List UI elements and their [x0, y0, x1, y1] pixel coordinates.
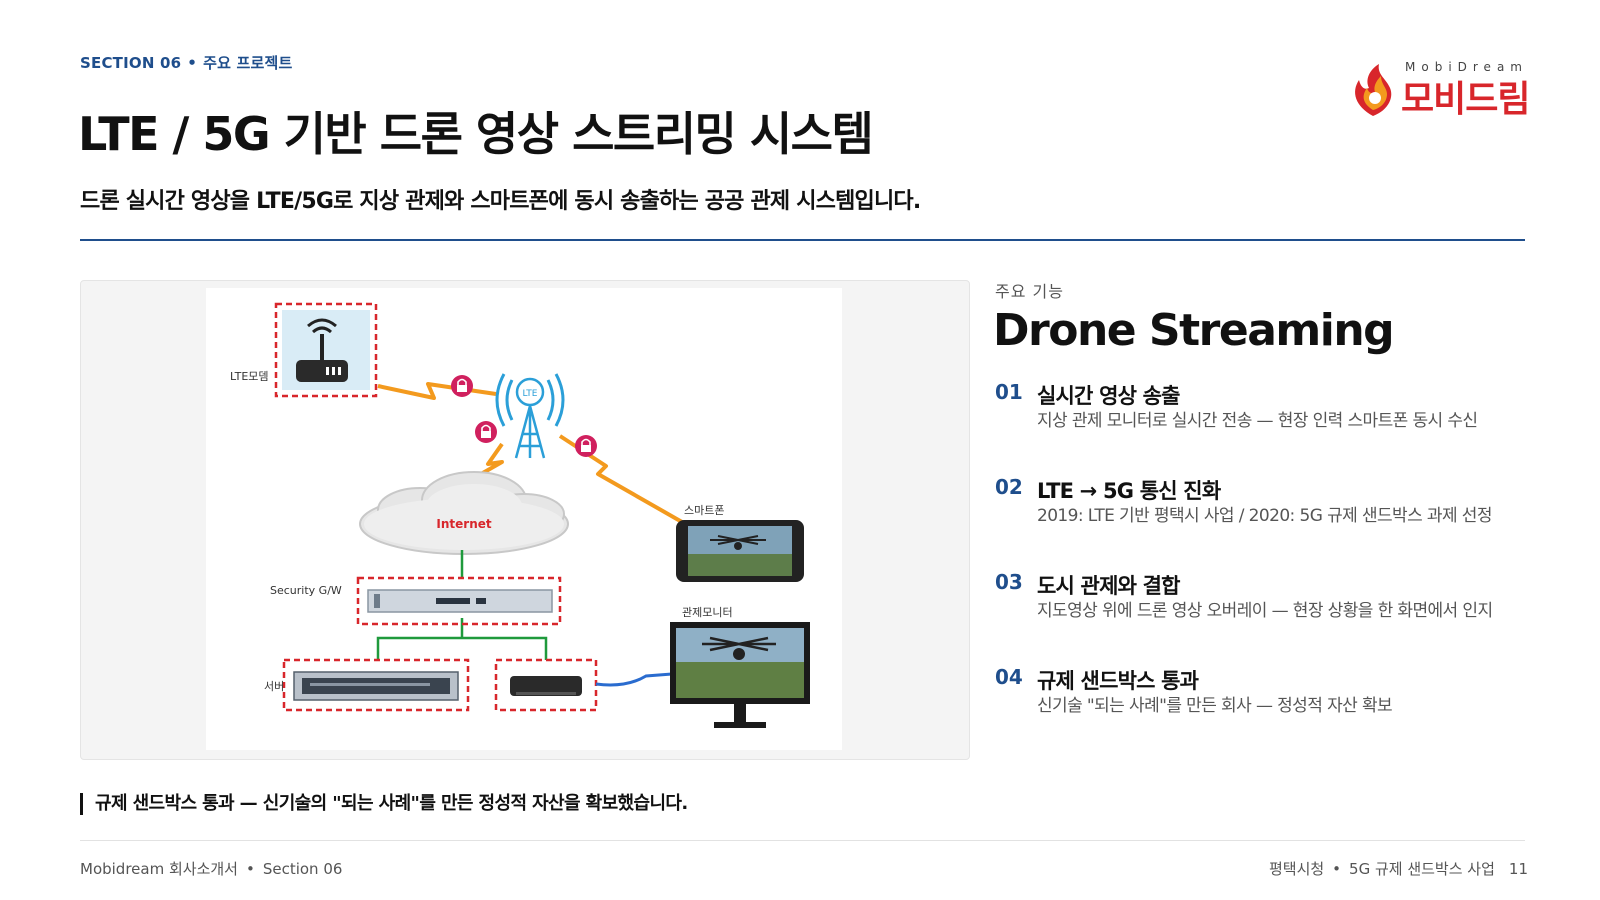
logo-flame-icon: [1355, 64, 1392, 116]
key-callout: 규제 샌드박스 통과 — 신기술의 "되는 사례"를 만든 정성적 자산을 확보…: [80, 793, 688, 815]
signal-link-modem: [377, 382, 497, 400]
company-logo: MobiDream 모비드림: [1345, 58, 1565, 124]
logo-main-text: 모비드림: [1401, 79, 1530, 120]
footer-client: 평택시청: [1268, 860, 1325, 878]
hdmi-cable: [595, 672, 673, 687]
feature-title: 규제 샌드박스 통과: [1037, 669, 1199, 693]
separator-dot: •: [1332, 860, 1342, 878]
control-monitor-icon: [670, 622, 810, 728]
lock-icon: [475, 421, 497, 443]
title-divider: [80, 239, 1525, 241]
footer-section: Section 06: [262, 860, 343, 878]
page-number: 11: [1508, 860, 1528, 878]
footer-right: 평택시청 • 5G 규제 샌드박스 사업 11: [1269, 858, 1528, 879]
feature-number: 03: [995, 570, 1023, 594]
feature-number: 04: [995, 665, 1023, 689]
network-diagram-svg: LTE모뎀: [230, 302, 810, 728]
footer-left: Mobidream 회사소개서 • Section 06: [80, 858, 342, 879]
section-label: SECTION 06: [80, 54, 182, 72]
network-diagram: LTE모뎀: [206, 288, 842, 750]
feature-number: 02: [995, 475, 1023, 499]
lock-icon: [575, 435, 597, 457]
footer-company: Mobidream 회사소개서: [80, 860, 238, 878]
server-rack-icon: [293, 671, 459, 701]
features-label: 주요 기능: [995, 282, 1064, 301]
feature-description: 지도영상 위에 드론 영상 오버레이 — 현장 상황을 한 화면에서 인지: [1037, 601, 1493, 621]
lock-icon: [451, 375, 473, 397]
lte-modem-frame: [274, 302, 378, 398]
footer-divider: [80, 840, 1525, 841]
feature-description: 신기술 "되는 사례"를 만든 회사 — 정성적 자산 확보: [1037, 696, 1393, 716]
smartphone-label: 스마트폰: [684, 504, 724, 517]
features-title: Drone Streaming: [993, 305, 1395, 356]
smartphone-icon: [676, 520, 804, 582]
feature-number: 01: [995, 380, 1023, 404]
server-label: 서버: [264, 680, 284, 693]
lte-tower-icon: [495, 373, 565, 459]
network-wires: [376, 550, 548, 660]
section-topic: 주요 프로젝트: [203, 54, 293, 72]
footer-project: 5G 규제 샌드박스 사업: [1349, 860, 1495, 878]
feature-description: 지상 관제 모니터로 실시간 전송 — 현장 인력 스마트폰 동시 수신: [1037, 411, 1478, 431]
feature-title: LTE → 5G 통신 진화: [1037, 479, 1221, 503]
wifi-router-icon: [296, 318, 348, 382]
security-gw-label: Security G/W: [270, 584, 342, 597]
separator-dot: •: [245, 860, 255, 878]
security-gw-device-icon: [367, 589, 553, 613]
section-tag: SECTION 06 • 주요 프로젝트: [80, 52, 293, 73]
server-frame: [282, 658, 470, 712]
feature-title: 실시간 영상 송출: [1037, 384, 1180, 408]
logo-top-text: MobiDream: [1405, 60, 1528, 74]
page-subtitle: 드론 실시간 영상을 LTE/5G로 지상 관제와 스마트폰에 동시 송출하는 …: [80, 189, 921, 214]
lte-tower-label: LTE: [523, 389, 538, 399]
feature-description: 2019: LTE 기반 평택시 사업 / 2020: 5G 규제 샌드박스 과…: [1037, 506, 1492, 526]
security-gw-frame: [356, 576, 562, 626]
control-monitor-label: 관제모니터: [682, 606, 733, 619]
feature-title: 도시 관제와 결합: [1037, 574, 1180, 598]
separator-dot: •: [187, 54, 198, 72]
internet-cloud-icon: [359, 471, 569, 555]
internet-label: Internet: [436, 517, 491, 531]
page-title: LTE / 5G 기반 드론 영상 스트리밍 시스템: [78, 107, 874, 161]
lte-modem-label: LTE모뎀: [230, 370, 269, 383]
decoder-box-icon: [510, 676, 582, 696]
